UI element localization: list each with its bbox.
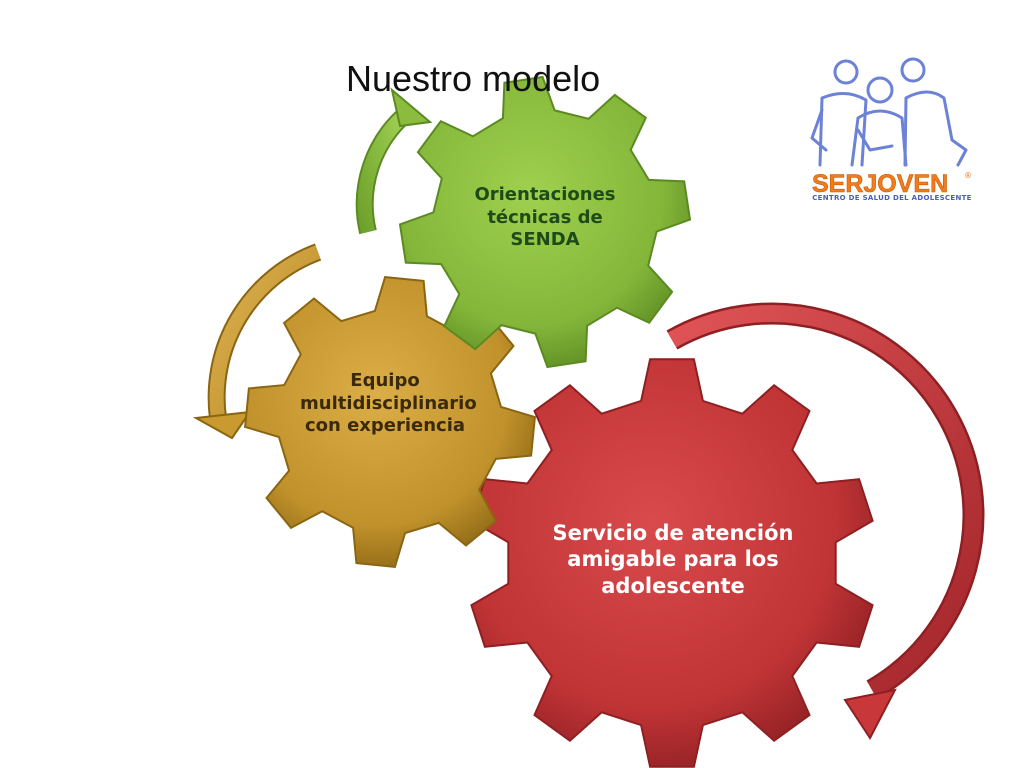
serjoven-logo: SERJOVEN ® [810,57,972,198]
logo-tagline: CENTRO DE SALUD DEL ADOLESCENTE [812,194,972,202]
arrow-gold-curve [192,243,322,440]
gear-green [398,75,692,369]
arrow-green-curve [355,87,433,235]
logo-wordmark: SERJOVEN [812,170,948,198]
gear-gold-label: Equipo multidisciplinario con experienci… [300,370,477,436]
registered-mark: ® [964,171,972,180]
people-figures-icon [810,57,968,167]
gear-red-label: Servicio de atención amigable para los a… [552,521,794,598]
arrow-red-curve [666,302,985,740]
slide-title: Nuestro modelo [346,58,601,99]
gear-green-label: Orientaciones técnicas de SENDA [474,184,616,250]
